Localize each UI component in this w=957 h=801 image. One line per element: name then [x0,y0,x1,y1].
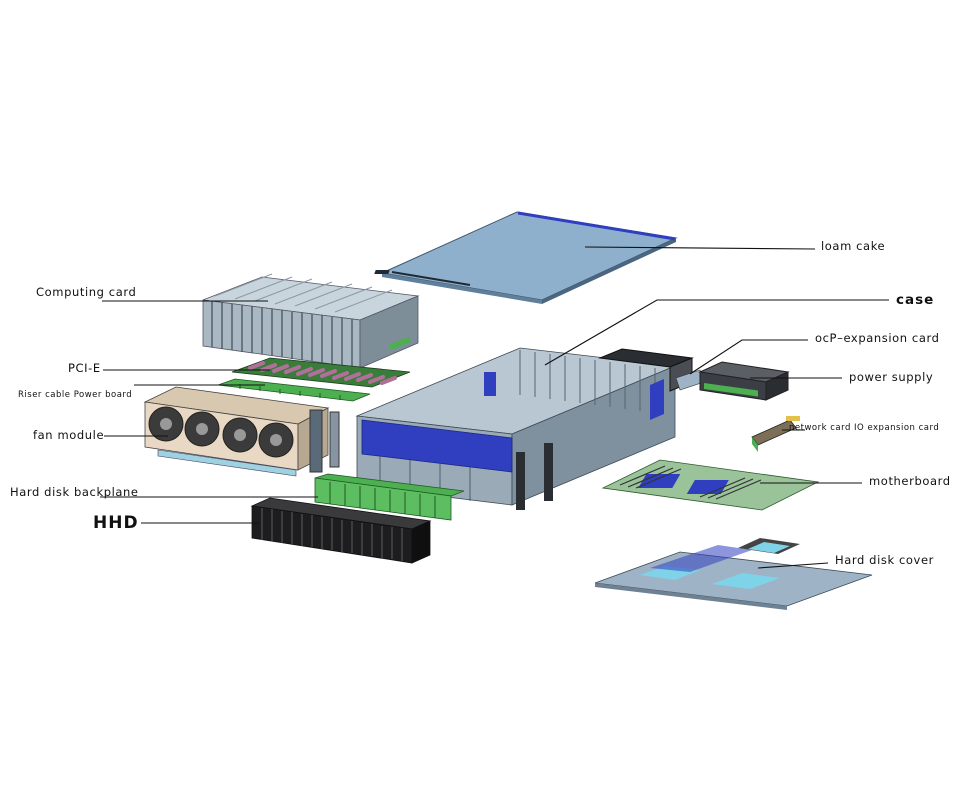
label-hard-disk-backplane: Hard disk backplane [10,485,139,499]
leader-line-hard-disk-cover [757,562,829,569]
label-hard-disk-cover: Hard disk cover [835,553,934,567]
network-io-expansion-card [751,416,800,452]
label-motherboard: motherboard [869,474,951,488]
leader-line-foam-cake [584,246,816,250]
label-foam-cake: loam cake [821,239,886,253]
computing-card-heatsink [202,273,420,369]
label-hhd: HHD [93,513,139,533]
power-supply [698,361,790,401]
leader-line-case [544,299,889,366]
hard-disk-cover [594,538,873,610]
label-fan-module: fan module [33,428,105,442]
fan-icon [184,411,220,447]
label-ocp-expansion-card: ocP–expansion card [815,331,940,345]
label-riser-cable: Riser cable Power board [18,390,133,400]
label-computing-card: Computing card [36,285,137,299]
leader-line-ocp [689,339,808,375]
label-pcie: PCI-E [68,361,101,375]
pcie-card-strip [231,357,411,388]
fan-icon [258,422,294,458]
fan-icon [222,417,258,453]
label-power-supply: power supply [849,370,934,384]
fan-icon [148,406,184,442]
ocp-expansion-card [598,348,705,392]
label-network-card: network card IO expansion card [789,423,940,433]
motherboard [601,459,820,511]
hdd-stack [250,497,432,564]
hard-disk-backplane [314,473,465,521]
fan-module [143,386,340,477]
label-case: case [896,292,935,308]
top-cover-panel [374,211,678,304]
